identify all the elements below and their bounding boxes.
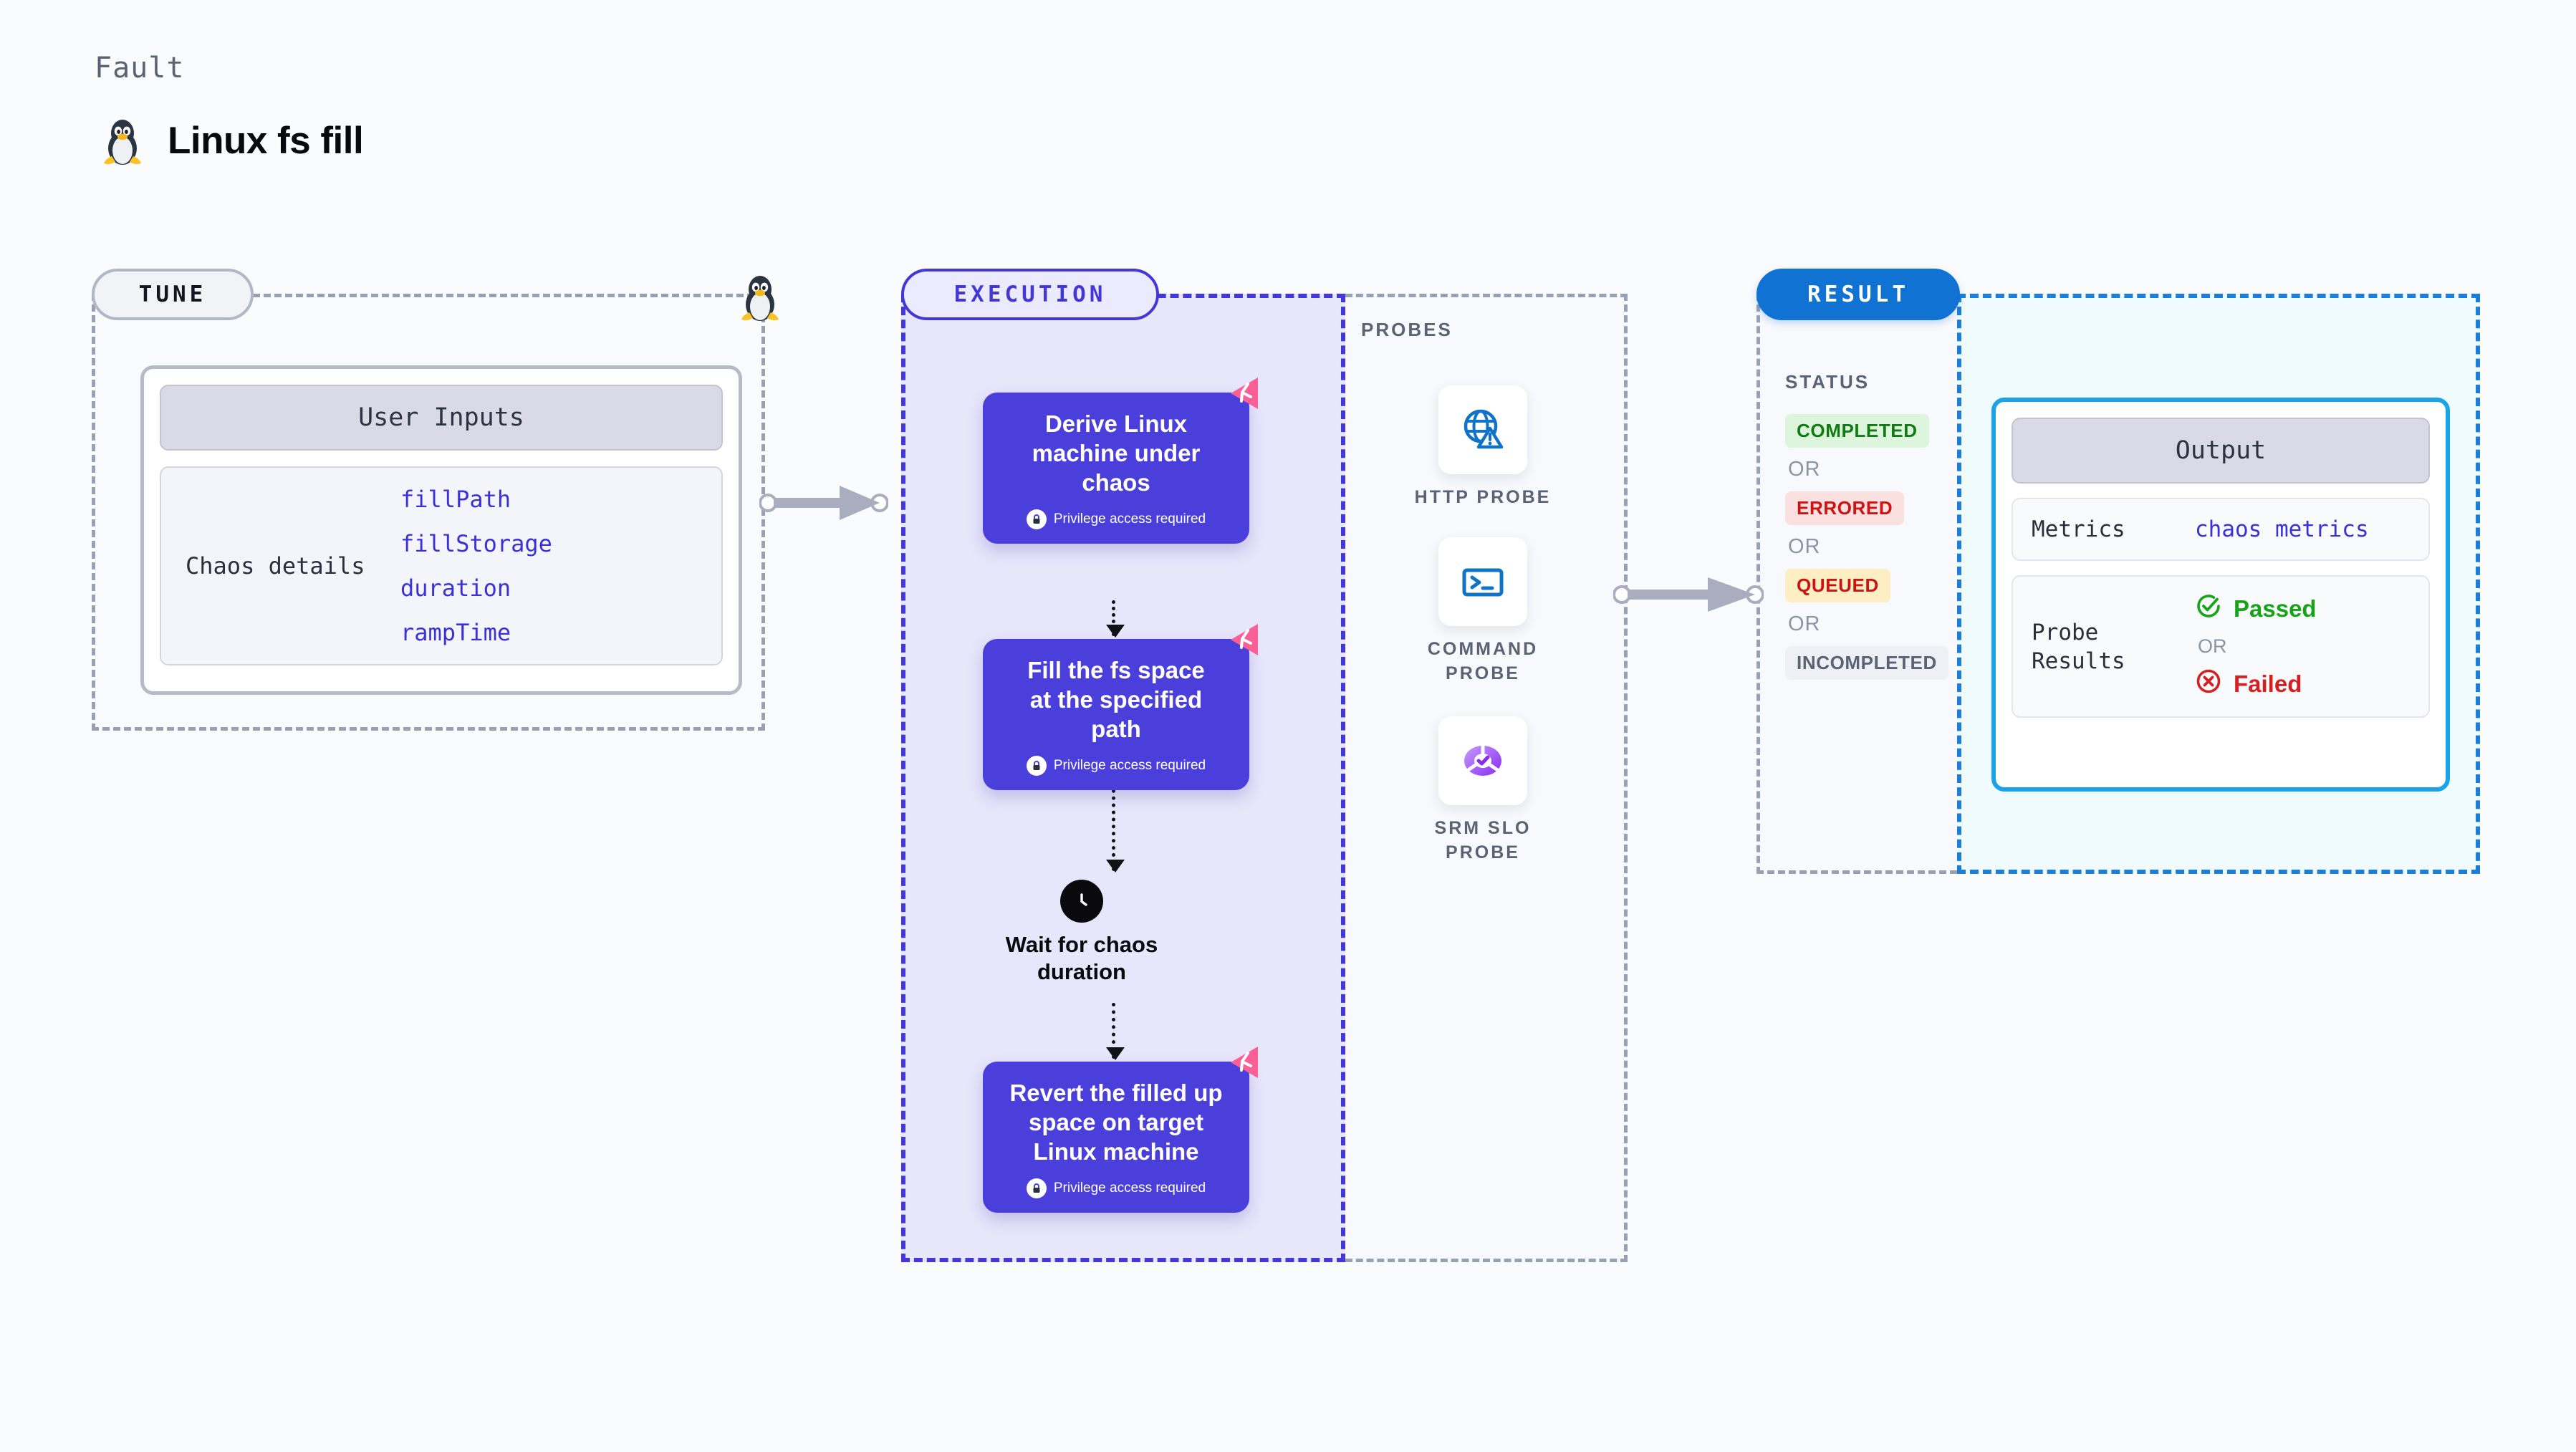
execution-pill[interactable]: EXECUTION [901, 269, 1159, 320]
passed-label: Passed [2234, 595, 2317, 622]
tux-penguin-icon [100, 115, 145, 166]
failed-label: Failed [2234, 670, 2302, 698]
step-connector-1 [1106, 600, 1125, 638]
status-badge: QUEUED [1785, 569, 1890, 602]
probe-result-failed: Failed [2195, 668, 2317, 701]
slo-donut-check-icon [1438, 716, 1527, 805]
execution-step-card[interactable]: Revert the filled up space on target Lin… [983, 1047, 1258, 1213]
output-card: Output Metrics chaos metrics Probe Resul… [1991, 398, 2450, 792]
flow-arrow-tune-to-execution [759, 481, 889, 528]
flow-arrow-probes-to-result [1613, 573, 1764, 620]
step-title: Revert the filled up space on target Lin… [1009, 1080, 1223, 1165]
privilege-note: Privilege access required [997, 755, 1235, 776]
privilege-note: Privilege access required [997, 509, 1235, 529]
privilege-note-label: Privilege access required [1053, 1180, 1206, 1196]
or-separator: OR [1788, 612, 1821, 635]
terminal-icon [1438, 537, 1527, 626]
step-connector-2 [1106, 775, 1125, 872]
probe-results-row: Probe Results Passed OR [2012, 575, 2430, 718]
privilege-note: Privilege access required [997, 1178, 1235, 1198]
tune-region [92, 294, 765, 731]
output-header: Output [2012, 418, 2430, 484]
x-circle-icon [2195, 668, 2222, 701]
param-fillstorage[interactable]: fillStorage [400, 530, 552, 557]
probe-results-values: Passed OR Failed [2195, 592, 2317, 701]
execution-step-card[interactable]: Derive Linux machine under chaos Privile… [983, 378, 1258, 544]
probe-label: HTTP PROBE [1414, 487, 1552, 507]
param-fillpath[interactable]: fillPath [400, 486, 511, 513]
clock-icon [1060, 880, 1103, 923]
chaos-param-list: fillPath fillStorage duration rampTime [400, 486, 552, 646]
check-circle-icon [2195, 592, 2222, 625]
status-badge: COMPLETED [1785, 414, 1929, 448]
probes-section-label: PROBES [1361, 319, 1453, 340]
probe-result-passed: Passed [2195, 592, 2317, 625]
chaos-details-body: Chaos details fillPath fillStorage durat… [160, 466, 723, 665]
lock-icon [1026, 509, 1047, 529]
probe-item-command[interactable]: COMMAND PROBE [1411, 537, 1554, 686]
tune-pill[interactable]: TUNE [92, 269, 254, 320]
step-connector-3 [1106, 1003, 1125, 1060]
param-duration[interactable]: duration [400, 574, 511, 602]
page-title: Linux fs fill [168, 119, 364, 162]
lock-icon [1026, 755, 1047, 776]
param-ramptime[interactable]: rampTime [400, 619, 511, 646]
result-pill[interactable]: RESULT [1756, 269, 1960, 320]
chaos-flag-icon [1226, 1043, 1265, 1082]
fault-kicker: Fault [95, 52, 185, 85]
metrics-row: Metrics chaos metrics [2012, 498, 2430, 562]
probe-item-http[interactable]: HTTP PROBE [1411, 385, 1554, 510]
fault-title-row: Linux fs fill [100, 115, 364, 166]
privilege-note-label: Privilege access required [1053, 757, 1206, 773]
step-title: Fill the fs space at the specified path [1027, 657, 1205, 742]
probe-label: SRM SLO PROBE [1434, 818, 1532, 862]
or-separator: OR [1788, 458, 1821, 481]
user-inputs-header: User Inputs [160, 385, 723, 451]
privilege-note-label: Privilege access required [1053, 511, 1206, 527]
status-badge: ERRORED [1785, 491, 1905, 525]
chaos-flag-icon [1226, 620, 1265, 659]
status-badge: INCOMPLETED [1785, 646, 1948, 680]
execution-step-card[interactable]: Fill the fs space at the specified path … [983, 624, 1258, 790]
probe-label: COMMAND PROBE [1427, 639, 1539, 683]
probe-results-key: Probe Results [2032, 619, 2125, 674]
tux-connector-icon [738, 271, 782, 326]
probe-item-srm-slo[interactable]: SRM SLO PROBE [1411, 716, 1554, 865]
status-list: COMPLETED OR ERRORED OR QUEUED OR INCOMP… [1785, 414, 1948, 680]
chaos-details-label: Chaos details [186, 552, 365, 580]
status-label: STATUS [1785, 371, 1870, 393]
wait-node-label: Wait for chaos duration [1005, 932, 1158, 985]
user-inputs-card: User Inputs Chaos details fillPath fillS… [140, 365, 742, 695]
chaos-flag-icon [1226, 374, 1265, 413]
or-separator: OR [1788, 535, 1821, 558]
lock-icon [1026, 1178, 1047, 1198]
step-title: Derive Linux machine under chaos [1032, 410, 1201, 496]
metrics-value[interactable]: chaos metrics [2195, 516, 2369, 543]
metrics-key: Metrics [2032, 516, 2125, 542]
or-separator: OR [2198, 635, 2227, 658]
globe-warning-icon [1438, 385, 1527, 474]
